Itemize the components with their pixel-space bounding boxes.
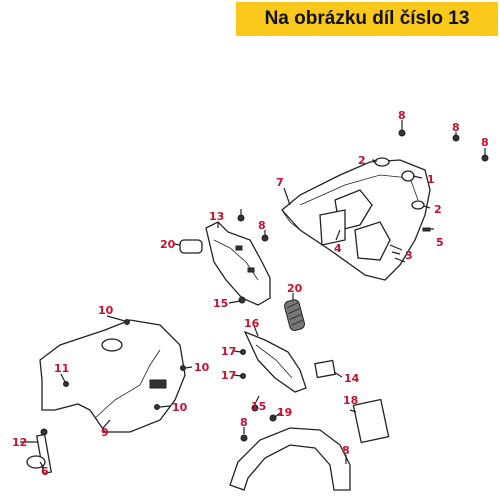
- reflector-left: [179, 239, 203, 254]
- screw-10b-icon: [180, 365, 186, 371]
- rear-stay: [26, 428, 52, 475]
- screw-17a-icon: [240, 349, 246, 355]
- bolt-8d-icon: [237, 214, 245, 222]
- callout-8b: 8: [452, 121, 460, 134]
- callout-2a: 2: [358, 154, 366, 167]
- callout-11: 11: [54, 362, 69, 375]
- front-fender: [229, 404, 351, 491]
- callout-19: 19: [277, 406, 292, 419]
- callout-17a: 17: [221, 345, 236, 358]
- license-bracket: [205, 221, 271, 306]
- callout-8f: 8: [342, 444, 350, 457]
- callout-1: 1: [427, 173, 435, 186]
- taillight-assembly: [281, 159, 431, 281]
- callout-3: 3: [405, 249, 413, 262]
- callout-20a: 20: [160, 238, 176, 251]
- plate-light: [314, 359, 336, 379]
- callout-8a: 8: [398, 109, 406, 122]
- callout-6: 6: [41, 465, 49, 478]
- callout-18: 18: [343, 394, 358, 407]
- callout-15a: 15: [213, 297, 228, 310]
- rear-splash-shield: [39, 319, 186, 433]
- callout-13: 13: [209, 210, 224, 223]
- callout-12: 12: [12, 436, 27, 449]
- highlight-banner: Na obrázku díl číslo 13: [236, 2, 498, 36]
- bulb-lower: [411, 200, 425, 210]
- mudguard-cover: [243, 330, 307, 393]
- callout-5: 5: [436, 236, 444, 249]
- callout-14: 14: [344, 372, 360, 385]
- callout-17b: 17: [221, 369, 236, 382]
- bulb-top: [374, 157, 390, 167]
- callout-8d: 8: [258, 219, 266, 232]
- callout-9: 9: [101, 426, 109, 439]
- bolt-8f-icon: [240, 434, 248, 442]
- reflector-right: [284, 299, 306, 331]
- callout-8e: 8: [240, 416, 248, 429]
- bulb-right: [401, 170, 415, 182]
- bolt-8b-icon: [452, 134, 460, 142]
- callout-2b: 2: [434, 203, 442, 216]
- callout-10c: 10: [172, 401, 188, 414]
- banner-text: Na obrázku díl číslo 13: [264, 8, 470, 29]
- screw-11-icon: [63, 381, 69, 387]
- bolt-8e-icon: [261, 234, 269, 242]
- callout-15b: 15: [251, 400, 266, 413]
- screw-10a-icon: [124, 319, 130, 325]
- screw-5: [422, 227, 431, 232]
- callout-20b: 20: [287, 282, 303, 295]
- bolt-8a-icon: [398, 129, 406, 137]
- bolt-8c-icon: [481, 154, 489, 162]
- callout-numbers: 1 2 2 3 4 5 6 7 8 8 8 8 8 8 9 10 10 10 1…: [12, 109, 489, 478]
- callout-8c: 8: [481, 136, 489, 149]
- callout-16: 16: [244, 317, 260, 330]
- callout-10b: 10: [194, 361, 210, 374]
- callout-4: 4: [334, 242, 342, 255]
- callout-10a: 10: [98, 304, 114, 317]
- callout-7: 7: [276, 176, 284, 189]
- screw-10c-icon: [154, 404, 160, 410]
- screw-17b-icon: [240, 373, 246, 379]
- plate-holder: [352, 398, 390, 444]
- leader-lines: [20, 120, 486, 469]
